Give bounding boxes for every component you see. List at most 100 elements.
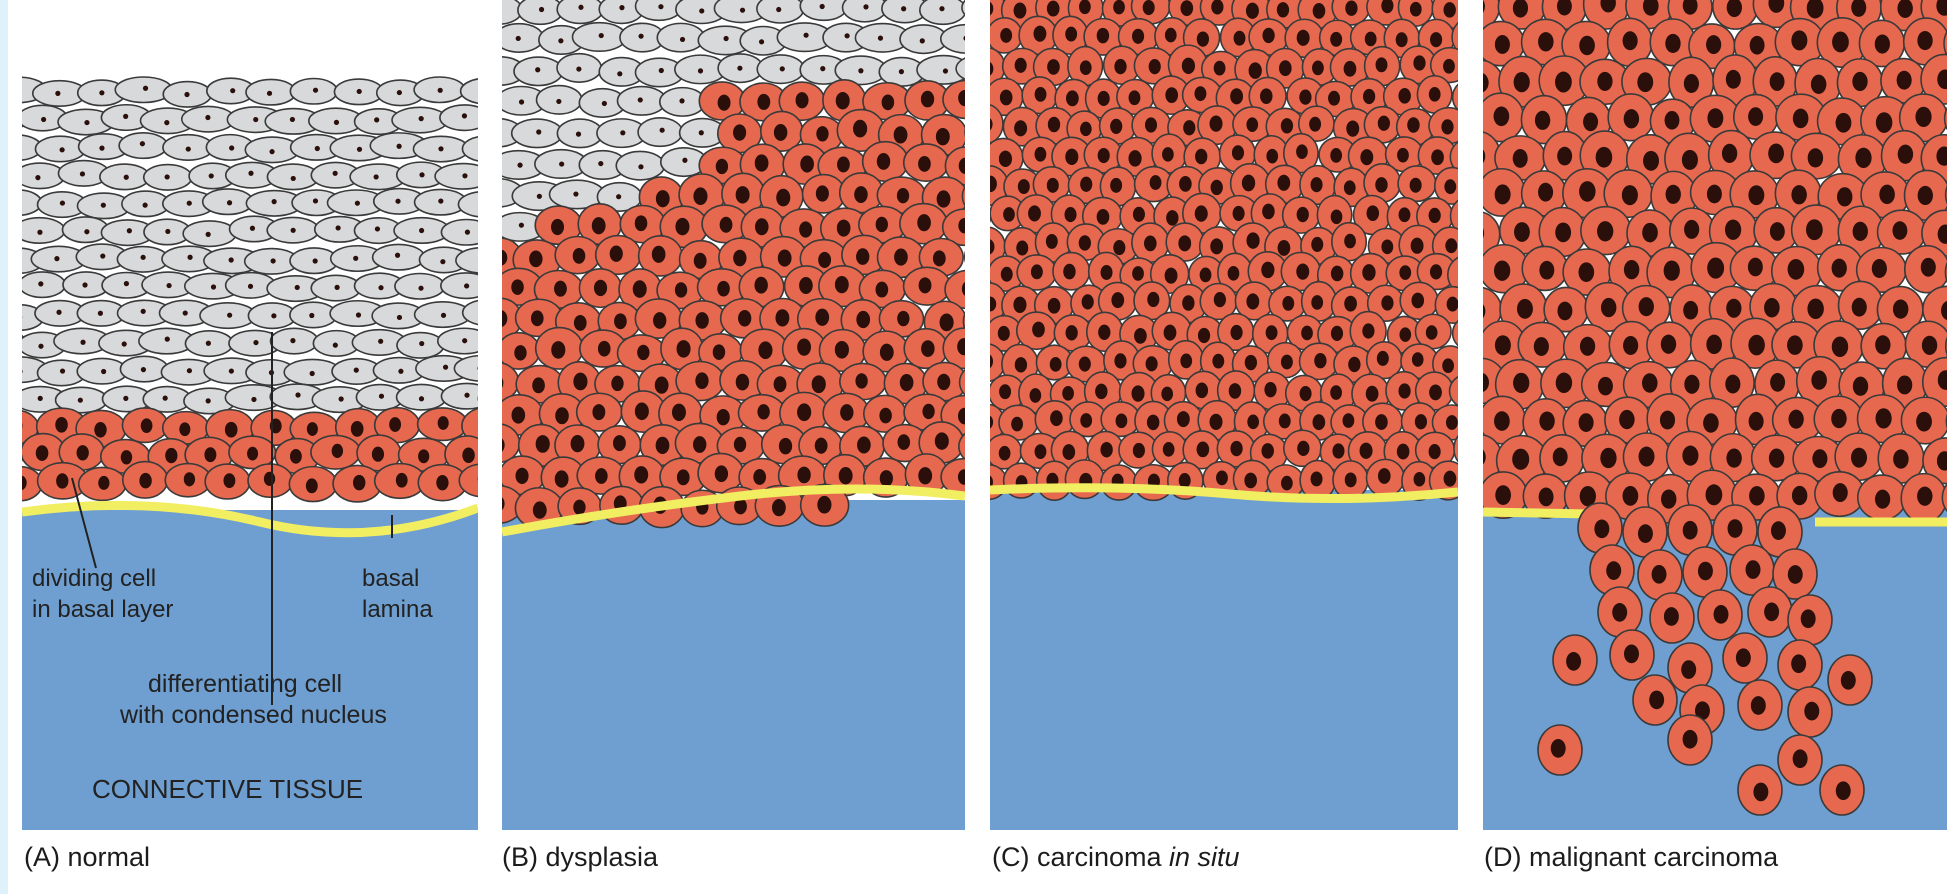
cell-nucleus [1114, 353, 1126, 368]
cell-nucleus [1764, 603, 1779, 622]
cell-nucleus [897, 311, 909, 326]
cell-nucleus [1246, 232, 1259, 248]
cell-nucleus [592, 404, 605, 420]
cell-nucleus [1808, 148, 1823, 167]
cell-nucleus [699, 8, 704, 13]
cell-nucleus [1764, 298, 1780, 318]
cell-nucleus [139, 473, 151, 489]
cell-nucleus [1556, 373, 1572, 394]
cell-nucleus [1598, 377, 1613, 396]
cell-nucleus [1210, 115, 1223, 131]
cell-nucleus [1279, 414, 1291, 429]
cell-nucleus [1003, 207, 1015, 222]
cell-nucleus [1852, 72, 1867, 91]
cell-nucleus [1030, 388, 1042, 403]
cell-nucleus [1063, 264, 1075, 280]
cell-nucleus [519, 99, 524, 104]
cell-nucleus [757, 404, 769, 419]
cell-nucleus [1300, 386, 1312, 401]
cell-nucleus [638, 164, 643, 169]
cell-nucleus [1875, 335, 1890, 354]
cell-nucleus [877, 153, 890, 170]
cell-nucleus [698, 68, 703, 73]
cell-nucleus [1228, 266, 1240, 281]
cell-nucleus [634, 466, 648, 483]
cell-nucleus [755, 154, 769, 171]
cell-nucleus [1066, 90, 1079, 106]
cell-nucleus [80, 340, 85, 345]
cell-nucleus [1179, 473, 1191, 488]
cell-nucleus [1429, 87, 1441, 102]
cell-nucleus [464, 283, 469, 288]
cell-nucleus [656, 190, 670, 207]
cell-nucleus [1066, 325, 1078, 340]
cell-nucleus [1230, 325, 1242, 340]
basal-lamina-left [1483, 512, 1590, 514]
cell-nucleus [1837, 187, 1852, 206]
cell-nucleus [635, 215, 648, 231]
epithelium-cells [935, 0, 1504, 500]
cell-nucleus [774, 124, 787, 141]
cell-nucleus [462, 447, 474, 463]
cell-nucleus [717, 409, 730, 425]
cell-nucleus [1444, 179, 1456, 194]
cell-nucleus [1014, 120, 1027, 136]
cell-nucleus [357, 89, 362, 94]
cell-nucleus [1362, 264, 1375, 281]
cell-nucleus [1514, 222, 1530, 242]
cell-nucleus [1344, 296, 1357, 312]
cell-nucleus [863, 4, 868, 9]
cell-nucleus [835, 276, 849, 293]
cell-nucleus [1311, 295, 1323, 310]
cell-nucleus [41, 117, 46, 122]
cell-nucleus [165, 448, 177, 463]
cell-nucleus [694, 253, 707, 269]
cell-nucleus [290, 117, 295, 122]
connective-tissue [990, 490, 1458, 830]
cell-nucleus [613, 435, 626, 451]
cell-nucleus [1163, 442, 1175, 457]
cell-nucleus [0, 173, 5, 178]
cell-nucleus [1875, 490, 1890, 509]
cell-nucleus [141, 309, 146, 314]
cell-nucleus [1684, 375, 1699, 394]
cell-nucleus [919, 277, 932, 293]
cell-nucleus [840, 404, 853, 421]
cell-nucleus [1229, 383, 1241, 399]
cell-nucleus [77, 445, 89, 460]
cell-nucleus [1015, 357, 1027, 372]
cell-nucleus [1277, 175, 1290, 191]
cell-nucleus [1664, 260, 1680, 280]
cell-nucleus [55, 91, 60, 96]
cell-nucleus [1062, 386, 1074, 401]
cell-nucleus [339, 396, 344, 401]
cell-nucleus [1110, 178, 1122, 193]
cell-nucleus [1281, 355, 1293, 370]
cell-nucleus [307, 422, 318, 436]
cell-nucleus [1703, 413, 1719, 432]
cell-nucleus [1443, 59, 1455, 74]
cell-nucleus [1726, 449, 1741, 468]
cell-nucleus [38, 396, 43, 401]
cell-nucleus [1749, 486, 1765, 505]
cell-nucleus [680, 37, 685, 42]
cell-nucleus [1495, 35, 1510, 54]
cell-nucleus [204, 447, 216, 462]
cell-nucleus [187, 368, 192, 373]
cell-nucleus [1331, 209, 1343, 224]
cell-nucleus [1555, 223, 1571, 243]
cell-nucleus [127, 228, 132, 233]
cell-nucleus [556, 99, 561, 104]
cell-nucleus [123, 114, 128, 119]
cell-nucleus [815, 309, 829, 326]
normal-cell [920, 0, 966, 24]
panel-dysplasia: (B) dysplasia [433, 0, 1031, 872]
cell-nucleus [398, 369, 403, 374]
cell-nucleus [397, 90, 402, 95]
cell-nucleus [438, 88, 443, 93]
cell-nucleus [817, 496, 831, 514]
cell-nucleus [780, 66, 785, 71]
caption-text: (A) normal [24, 842, 150, 872]
cell-nucleus [1736, 648, 1751, 667]
